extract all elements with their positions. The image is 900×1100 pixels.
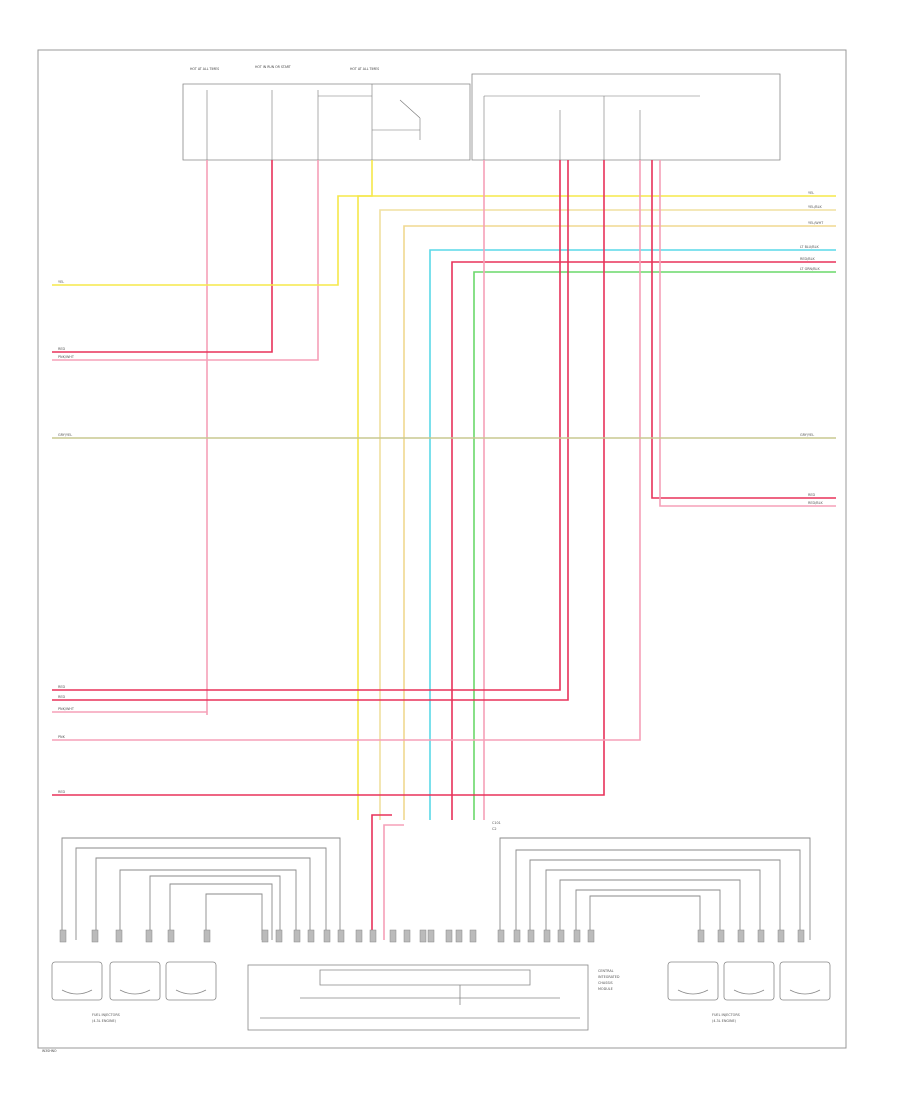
footer-code: W3SHNO — [42, 1049, 57, 1053]
harness-left — [61, 837, 341, 940]
svg-text:YEL/BLK: YEL/BLK — [808, 205, 822, 209]
wire-red-fuse2 — [52, 160, 273, 353]
wire-labels: YEL RED PNK/WHT GRY/YEL RED RED PNK/WHT … — [58, 191, 824, 794]
svg-text:PNK: PNK — [58, 735, 66, 739]
svg-text:C101: C101 — [492, 821, 501, 825]
wire-red-rf3 — [52, 160, 569, 701]
connector-pins — [59, 929, 805, 943]
wire-pink-rf5 — [52, 160, 641, 741]
fuse-panel-right — [471, 73, 781, 161]
fuse-panel-left: HOT AT ALL TIMES HOT IN RUN OR START HOT… — [182, 65, 471, 161]
injectors-right — [667, 961, 831, 1001]
fuse-hot-label-1: HOT AT ALL TIMES — [190, 67, 219, 71]
fuse-hot-run-label: HOT IN RUN OR START — [255, 65, 291, 69]
wire-pink-rf7 — [659, 160, 836, 507]
injectors-left — [51, 961, 217, 1001]
wire-lyellow-top2 — [379, 209, 836, 820]
svg-text:FUEL INJECTORS: FUEL INJECTORS — [712, 1013, 740, 1017]
diagram-frame — [37, 49, 847, 1049]
wire-yellow-fuse4 — [52, 160, 373, 286]
svg-text:PNK/WHT: PNK/WHT — [58, 355, 75, 359]
svg-text:(4.3L ENGINE): (4.3L ENGINE) — [92, 1019, 117, 1023]
wire-red-rf2 — [52, 160, 561, 691]
wire-pink-rf4 — [52, 160, 605, 796]
svg-text:(4.3L ENGINE): (4.3L ENGINE) — [712, 1019, 737, 1023]
wire-lyellow-top3 — [403, 225, 836, 820]
svg-text:YEL: YEL — [808, 191, 814, 195]
svg-text:RED: RED — [58, 695, 65, 699]
svg-text:C2: C2 — [492, 827, 497, 831]
svg-text:CENTRAL: CENTRAL — [598, 969, 614, 973]
svg-text:RED/BLK: RED/BLK — [800, 257, 815, 261]
harness-right — [499, 837, 811, 940]
wire-green — [473, 271, 836, 820]
wire-set — [52, 160, 836, 940]
svg-text:RED: RED — [808, 493, 815, 497]
svg-text:FUEL INJECTORS: FUEL INJECTORS — [92, 1013, 120, 1017]
svg-text:LT GRN/BLK: LT GRN/BLK — [800, 267, 820, 271]
svg-text:YEL: YEL — [58, 280, 64, 284]
fuse-hot-label-2: HOT AT ALL TIMES — [350, 67, 379, 71]
svg-text:GRY/YEL: GRY/YEL — [58, 433, 72, 437]
wire-pink-into-module — [383, 824, 404, 940]
wire-red-mid — [451, 261, 836, 820]
svg-text:MODULE: MODULE — [598, 987, 613, 991]
svg-text:GRY/YEL: GRY/YEL — [800, 433, 814, 437]
module-labels: CENTRAL INTEGRATED CHASSIS MODULE FUEL I… — [92, 821, 740, 1023]
svg-text:YEL/WHT: YEL/WHT — [808, 221, 824, 225]
svg-text:RED: RED — [58, 685, 65, 689]
svg-text:RED: RED — [58, 790, 65, 794]
svg-text:PNK/WHT: PNK/WHT — [58, 707, 75, 711]
svg-text:CHASSIS: CHASSIS — [598, 981, 613, 985]
wire-red-rf6 — [651, 160, 836, 499]
wire-red-into-module — [371, 814, 392, 940]
wire-yellow-top1 — [357, 195, 836, 820]
svg-text:RED/BLK: RED/BLK — [808, 501, 823, 505]
svg-text:LT BLU/BLK: LT BLU/BLK — [800, 245, 819, 249]
svg-text:INTEGRATED: INTEGRATED — [598, 975, 620, 979]
control-module — [247, 964, 589, 1031]
svg-text:RED: RED — [58, 347, 65, 351]
wire-pink-fuse3 — [52, 160, 319, 361]
wire-cyan — [429, 249, 836, 820]
